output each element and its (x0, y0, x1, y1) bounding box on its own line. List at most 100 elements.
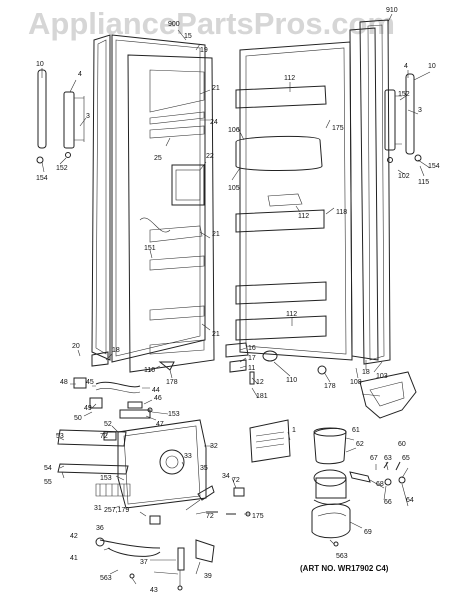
left-door-handle (36, 69, 85, 164)
right-door-panel (349, 19, 391, 365)
callout-10: 10 (36, 61, 44, 68)
callout-3: 3 (86, 113, 90, 120)
callout-65: 65 (402, 455, 410, 462)
callout-18: 18 (112, 347, 120, 354)
callout-24: 24 (210, 119, 218, 126)
callout-118: 118 (336, 209, 347, 216)
callout-102: 102 (398, 173, 410, 180)
drip-tray (57, 429, 131, 497)
callout-55: 55 (44, 479, 52, 486)
callout-67: 67 (370, 455, 378, 462)
callout-115: 115 (418, 179, 429, 186)
callout-105: 105 (228, 185, 240, 192)
callout-154: 154 (428, 163, 440, 170)
callout-63: 63 (384, 455, 392, 462)
callout-152: 152 (56, 165, 68, 172)
callout-62: 62 (356, 441, 364, 448)
callout-46: 46 (154, 395, 162, 402)
callout-52: 52 (104, 421, 112, 428)
left-door-gasket (91, 34, 111, 361)
callout-37: 37 (140, 559, 148, 566)
callout-11: 11 (248, 365, 255, 372)
callout-19: 19 (200, 47, 208, 54)
callout-563: 563 (336, 553, 348, 560)
callout-175: 175 (332, 125, 344, 132)
callout-61: 61 (352, 427, 360, 434)
callout-154: 154 (36, 175, 48, 182)
callout-32: 32 (210, 443, 218, 450)
callout-35: 35 (200, 465, 208, 472)
dispenser-parts (73, 377, 153, 419)
callout-20: 20 (72, 343, 80, 350)
callout-69: 69 (364, 529, 372, 536)
callout-4: 4 (404, 63, 408, 70)
callout-72: 72 (206, 513, 214, 520)
callout-64: 64 (406, 497, 414, 504)
callout-112: 112 (284, 75, 295, 82)
dispenser-housing (103, 419, 207, 509)
callout-50: 50 (74, 415, 82, 422)
left-door-liner (127, 54, 215, 373)
cover-panel (249, 419, 291, 463)
callout-910: 910 (386, 7, 398, 14)
callout-15: 15 (184, 33, 192, 40)
callout-175: 175 (252, 513, 264, 520)
callout-16: 16 (248, 345, 256, 352)
callout-45: 45 (86, 379, 94, 386)
callout-44: 44 (152, 387, 160, 394)
callout-178: 178 (324, 383, 336, 390)
callout-22: 22 (206, 153, 214, 160)
linkage-arms (95, 515, 215, 591)
callout-41: 41 (70, 555, 78, 562)
callout-66: 66 (384, 499, 392, 506)
leader-lines (41, 13, 431, 586)
callout-108: 108 (350, 379, 362, 386)
auger-parts (349, 461, 406, 486)
callout-47: 47 (156, 421, 164, 428)
bracket-assembly (359, 371, 417, 419)
callout-151: 151 (144, 245, 156, 252)
callout-60: 60 (398, 441, 406, 448)
hinge-parts (91, 342, 327, 385)
callout-103: 103 (376, 373, 388, 380)
callout-112: 112 (298, 213, 309, 220)
callout-34: 34 (222, 473, 230, 480)
callout-42: 42 (70, 533, 78, 540)
callout-53: 53 (56, 433, 64, 440)
auger-housing (311, 503, 351, 547)
callout-68: 68 (376, 481, 384, 488)
callout-18: 18 (362, 369, 370, 376)
art-number: (ART NO. WR17902 C4) (300, 564, 389, 573)
callout-labels: 10 4 900 15 19 910 21 24 25 22 3 152 154… (36, 7, 440, 594)
callout-110: 110 (286, 377, 297, 384)
callout-4: 4 (78, 71, 82, 78)
callout-152: 152 (398, 91, 410, 98)
motor-assembly (313, 427, 351, 505)
callout-106: 106 (228, 127, 240, 134)
callout-21: 21 (212, 85, 220, 92)
callout-21: 21 (212, 231, 220, 238)
callout-12: 12 (256, 379, 264, 386)
callout-21: 21 (212, 331, 220, 338)
right-door-liner (235, 41, 353, 361)
callout-181: 181 (256, 393, 268, 400)
callout-54: 54 (44, 465, 52, 472)
callout-10: 10 (428, 63, 436, 70)
callout-33: 33 (184, 453, 192, 460)
callout-36: 36 (96, 525, 104, 532)
watermark: AppliancePartsPros.com (28, 6, 395, 41)
callout-72: 72 (232, 477, 240, 484)
callout-3: 3 (418, 107, 422, 114)
callout-17: 17 (248, 355, 256, 362)
callout-31: 31 (94, 505, 102, 512)
callout-49: 49 (84, 405, 92, 412)
callout-25: 25 (154, 155, 162, 162)
callout-153: 153 (168, 411, 180, 418)
callout-72: 72 (100, 433, 108, 440)
callout-153: 153 (100, 475, 112, 482)
callout-112: 112 (286, 311, 297, 318)
callout-563: 563 (100, 575, 112, 582)
callout-39: 39 (204, 573, 212, 580)
callout-43: 43 (150, 587, 158, 594)
